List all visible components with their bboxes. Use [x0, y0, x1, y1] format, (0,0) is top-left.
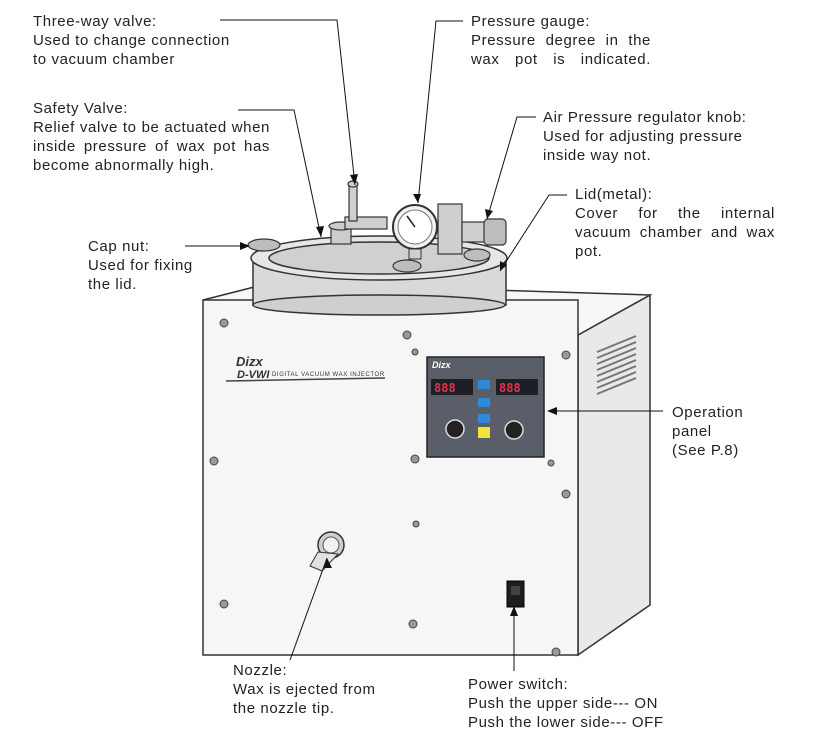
leader-pressure-gauge	[417, 20, 463, 204]
lid-description: Cover for the internal vacuum chamber an…	[575, 205, 775, 260]
leader-nozzle	[289, 557, 328, 661]
panel-button[interactable]	[478, 380, 490, 389]
pressure-gauge-title: Pressure gauge:	[471, 13, 591, 30]
callout-lid: Lid(metal): Cover for the internal vacuu…	[575, 185, 775, 261]
pressure-gauge	[392, 204, 438, 260]
nozzle	[309, 531, 345, 572]
side-vents	[596, 335, 637, 395]
cap-nut	[247, 238, 491, 273]
three-way-valve	[344, 180, 388, 230]
brand-logo: Dizx	[236, 354, 263, 369]
operation-panel	[426, 356, 545, 458]
lid-title: Lid(metal):	[575, 186, 653, 203]
air-pressure-regulator-description: Used for adjusting pressure inside way n…	[543, 128, 743, 164]
callout-pressure-gauge: Pressure gauge: Pressure degree in the w…	[471, 12, 651, 69]
power-switch[interactable]	[506, 580, 525, 608]
air-pressure-regulator	[437, 203, 507, 255]
model-subtitle: DIGITAL VACUUM WAX INJECTOR	[272, 372, 385, 378]
power-switch-on-instruction: Push the upper side--- ON	[468, 695, 659, 712]
callout-cap-nut: Cap nut: Used for fixing the lid.	[88, 237, 248, 294]
display-left: 888	[434, 381, 456, 395]
brand-underline	[225, 377, 386, 382]
leader-lid	[499, 194, 567, 272]
leader-safety-valve	[238, 109, 322, 238]
callout-three-way-valve: Three-way valve: Used to change connecti…	[33, 12, 273, 69]
callout-safety-valve: Safety Valve: Relief valve to be actuate…	[33, 99, 270, 175]
panel-knob-right[interactable]	[504, 420, 524, 440]
leader-three-way-valve	[220, 19, 356, 186]
panel-knob-left[interactable]	[445, 419, 465, 439]
arrowheads	[240, 174, 557, 616]
nozzle-title: Nozzle:	[233, 662, 288, 679]
three-way-valve-description: Used to change connection to vacuum cham…	[33, 32, 230, 68]
safety-valve-description: Relief valve to be actuated when inside …	[33, 119, 270, 174]
leader-air-regulator	[486, 116, 536, 220]
callout-power-switch: Power switch: Push the upper side--- ON …	[468, 675, 728, 732]
operation-panel-reference: (See P.8)	[672, 442, 739, 459]
panel-button[interactable]	[478, 427, 490, 438]
callout-operation-panel: Operation panel (See P.8)	[672, 403, 792, 460]
display-right: 888	[499, 381, 521, 395]
pressure-gauge-description: Pressure degree in the wax pot is indica…	[471, 32, 651, 68]
panel-brand: Dizx	[432, 360, 452, 370]
cap-nut-description: Used for fixing the lid.	[88, 257, 193, 293]
model-name: D-VWI	[237, 369, 270, 381]
air-pressure-regulator-title: Air Pressure regulator knob:	[543, 109, 747, 126]
three-way-valve-title: Three-way valve:	[33, 13, 157, 30]
cap-nut-title: Cap nut:	[88, 238, 150, 255]
callout-air-pressure-regulator: Air Pressure regulator knob: Used for ad…	[543, 108, 803, 165]
leader-lines	[185, 19, 663, 671]
panel-button[interactable]	[478, 398, 490, 407]
lid-bottom-edge	[252, 294, 506, 316]
panel-button[interactable]	[478, 414, 490, 423]
callout-nozzle: Nozzle: Wax is ejected from the nozzle t…	[233, 661, 433, 718]
operation-panel-line2: panel	[672, 423, 712, 440]
cabinet	[202, 282, 653, 657]
lid-assembly	[250, 235, 508, 316]
safety-valve-title: Safety Valve:	[33, 100, 129, 117]
operation-panel-title: Operation	[672, 404, 744, 421]
cabinet-right-side	[577, 293, 651, 657]
nozzle-description: Wax is ejected from the nozzle tip.	[233, 681, 376, 717]
screws	[209, 318, 571, 657]
power-switch-title: Power switch:	[468, 676, 569, 693]
power-switch-off-instruction: Push the lower side--- OFF	[468, 714, 664, 731]
